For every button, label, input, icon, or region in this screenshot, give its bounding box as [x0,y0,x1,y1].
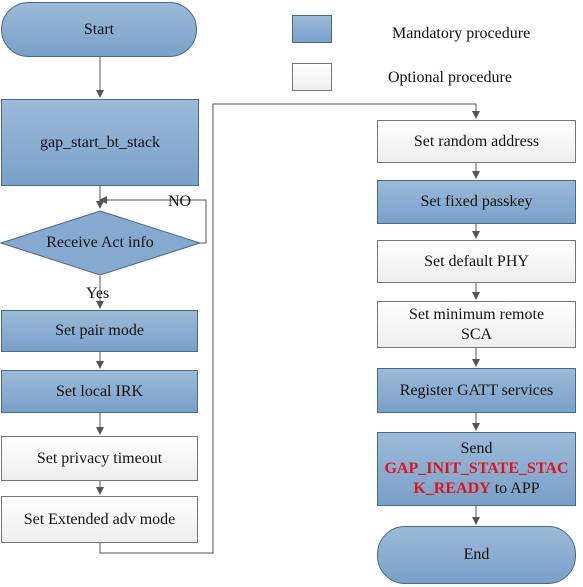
gap-start-bt-stack-node: gap_start_bt_stack [1,99,199,186]
set-fixed-passkey-node: Set fixed passkey [377,180,576,224]
legend-mandatory-label: Mandatory procedure [392,25,531,42]
legend-optional-label: Optional procedure [388,69,512,86]
edge-label-yes: Yes [86,285,110,302]
end-node: End [377,526,576,584]
set-random-address-node: Set random address [377,120,576,163]
start-node: Start [1,2,197,57]
set-privacy-timeout-node: Set privacy timeout [1,436,198,481]
legend-mandatory-swatch [292,15,332,43]
legend-optional-swatch [292,63,332,91]
edge-no-loop [99,196,207,244]
to-app-label: to APP [494,480,540,497]
register-gatt-services-node: Register GATT services [377,368,576,413]
set-default-phy-node: Set default PHY [377,240,576,283]
set-local-irk-node: Set local IRK [1,370,198,413]
send-state-line: GAP_INIT_STATE_STACK_READY to APP [382,459,571,499]
set-minimum-remote-sca-node: Set minimum remote SCA [377,301,576,348]
receive-act-label: Receive Act info [46,234,154,251]
receive-act-diamond [0,210,202,276]
edge-label-no: NO [168,193,192,210]
send-stack-ready-node: Send GAP_INIT_STATE_STACK_READY to APP [377,432,576,506]
send-line: Send [460,440,493,457]
init-state-stack-ready: GAP_INIT_STATE_STACK_READY [384,460,569,497]
set-pair-mode-node: Set pair mode [1,310,198,352]
edge-ext-to-random [99,103,480,554]
set-extended-adv-mode-node: Set Extended adv mode [1,496,198,543]
